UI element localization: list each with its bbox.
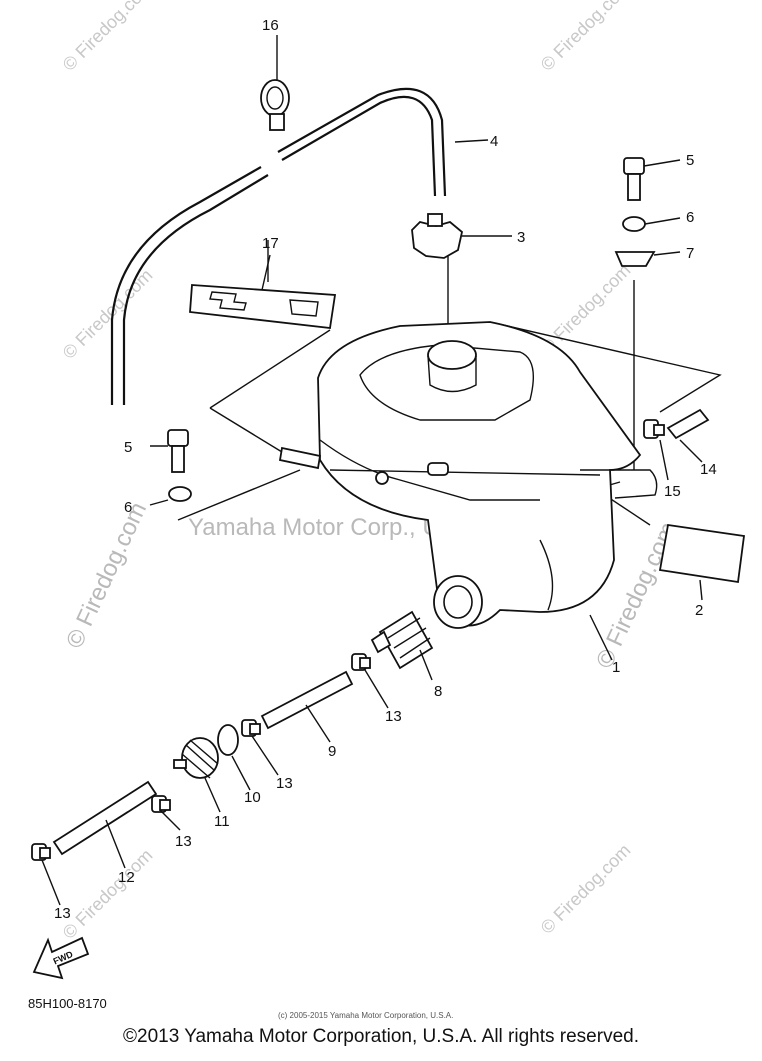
fuel-tank-1 <box>317 321 658 629</box>
callout-15: 15 <box>664 483 681 500</box>
bolt-5-right <box>623 157 645 201</box>
callout-14: 14 <box>700 461 717 478</box>
washer-6-left <box>168 486 192 502</box>
watermark-top-left: © Firedog.com <box>59 0 157 75</box>
callout-13-b: 13 <box>276 775 293 792</box>
callout-17: 17 <box>262 235 279 252</box>
diagram-code: 85H100-8170 <box>28 996 107 1011</box>
callout-5-right: 5 <box>686 152 694 169</box>
callout-3: 3 <box>517 229 525 246</box>
callout-2: 2 <box>695 602 703 619</box>
callout-numbers: 1 2 3 4 5 6 7 5 6 8 9 10 11 12 13 13 13 … <box>54 17 717 922</box>
hose-short <box>278 446 322 470</box>
watermark-mid-left: © Firedog.com <box>59 265 157 363</box>
watermark-top-right: © Firedog.com <box>537 0 635 75</box>
grommet-7 <box>614 251 656 267</box>
filter-8 <box>370 610 434 670</box>
decal-17 <box>189 284 337 329</box>
hose-12 <box>52 780 158 856</box>
watermark-vertical-left: © Firedog.com <box>61 498 152 652</box>
callout-16: 16 <box>262 17 279 34</box>
clamp-16 <box>260 79 290 131</box>
callout-5-left: 5 <box>124 439 132 456</box>
callout-11: 11 <box>214 813 230 830</box>
hose-9 <box>260 670 354 730</box>
vent-hose <box>110 87 447 405</box>
clamp-15 <box>643 419 665 439</box>
clamp-13-d <box>31 843 51 861</box>
watermark-bottom-left: © Firedog.com <box>59 845 157 943</box>
watermark-bottom-right: © Firedog.com <box>537 840 635 938</box>
small-copyright: (c) 2005-2015 Yamaha Motor Corporation, … <box>278 1011 453 1020</box>
clamp-13-c <box>151 795 171 813</box>
washer-10 <box>217 724 239 756</box>
callout-12: 12 <box>118 869 135 886</box>
footer-copyright: ©2013 Yamaha Motor Corporation, U.S.A. A… <box>123 1026 639 1047</box>
callout-8: 8 <box>434 683 442 700</box>
callout-1: 1 <box>612 659 620 676</box>
collar <box>427 462 449 476</box>
fuel-cap-3 <box>411 213 463 259</box>
callout-leaders <box>41 35 703 906</box>
clamp-13-b <box>241 719 261 737</box>
clamp-13-a <box>351 653 371 671</box>
label-2 <box>658 523 746 584</box>
callout-9: 9 <box>328 743 336 760</box>
callout-13-a: 13 <box>385 708 402 725</box>
bolt-5-left <box>167 429 189 473</box>
callout-6-right: 6 <box>686 209 694 226</box>
hose-14 <box>666 408 710 440</box>
callout-10: 10 <box>244 789 261 806</box>
washer-6-right <box>622 216 646 232</box>
fuel-cock-11 <box>173 737 219 779</box>
callout-13-c: 13 <box>175 833 192 850</box>
callout-4: 4 <box>490 133 498 150</box>
callout-7: 7 <box>686 245 694 262</box>
callout-13-d: 13 <box>54 905 71 922</box>
forward-arrow-icon: FWD <box>32 936 90 980</box>
callout-6-left: 6 <box>124 499 132 516</box>
